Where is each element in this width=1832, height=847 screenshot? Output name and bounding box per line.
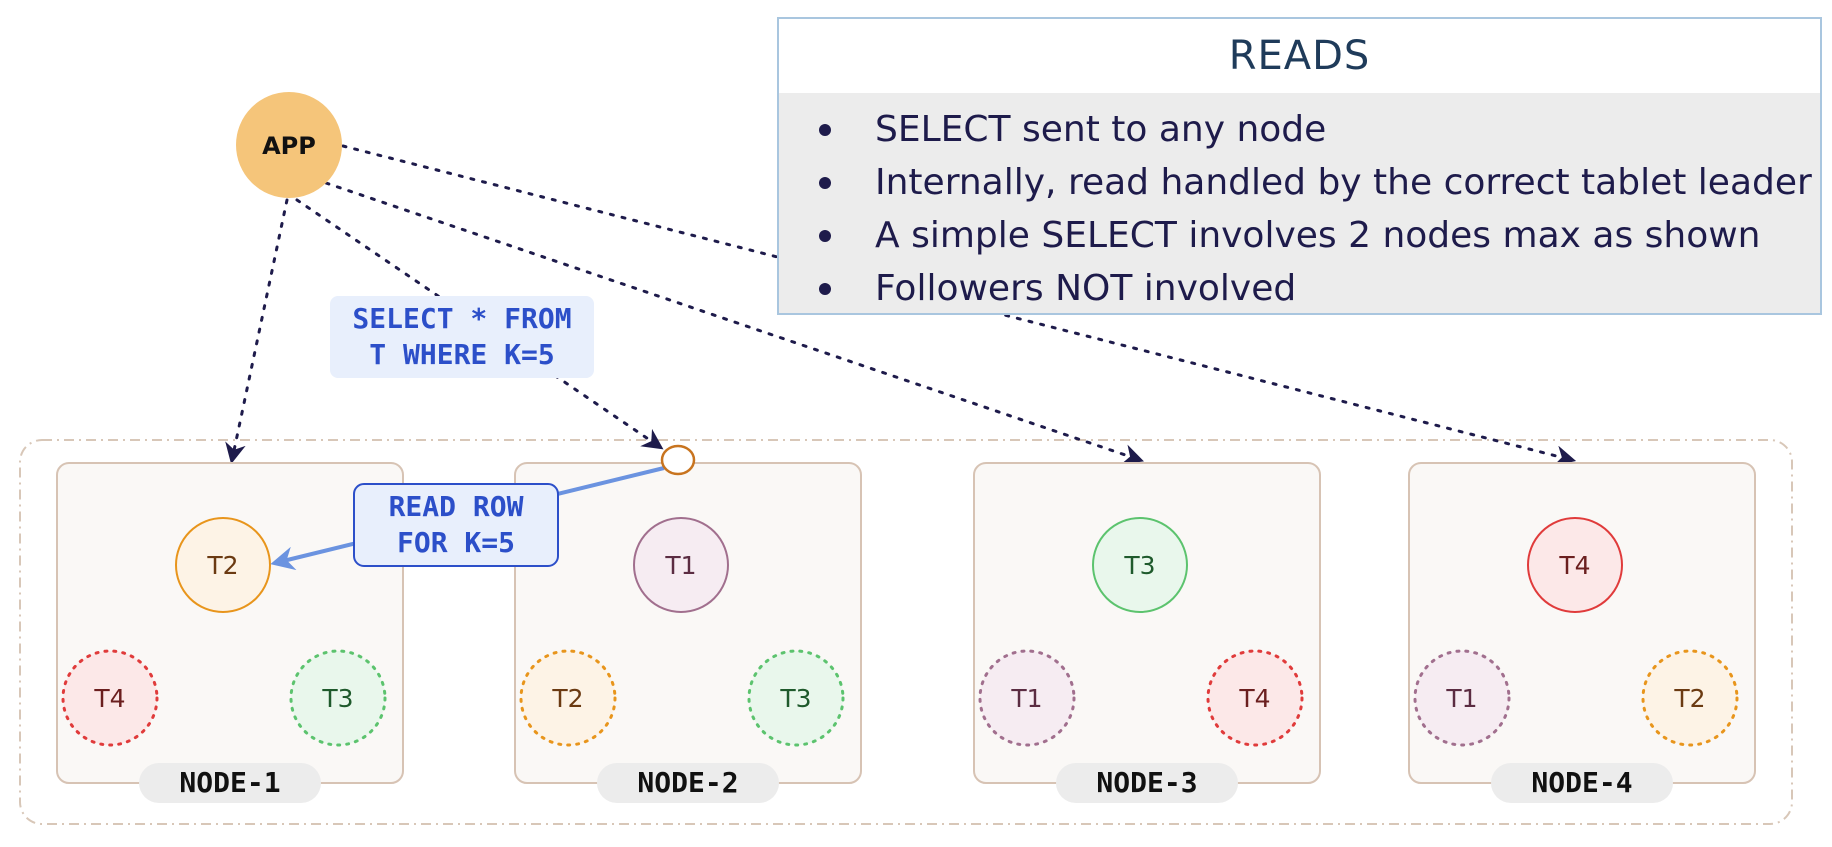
node-name: NODE-4 [1531, 766, 1632, 799]
tablet-leader: T1 [633, 517, 729, 613]
reads-bullet-item: A simple SELECT involves 2 nodes max as … [779, 209, 1820, 262]
tablet-leader: T2 [175, 517, 271, 613]
tablet-label: T3 [779, 684, 811, 713]
tablet-label: T4 [1558, 551, 1590, 580]
node-label: NODE-1 [139, 763, 321, 803]
app-label: APP [262, 132, 316, 160]
connector-app-node-4 [341, 144, 1577, 467]
tablet-label: T3 [1123, 551, 1155, 580]
app-node: APP [236, 92, 342, 198]
tablet-label: T1 [1010, 684, 1042, 713]
node-name: NODE-1 [179, 766, 280, 799]
cluster-boundary [19, 439, 1793, 825]
tablet-follower: T4 [61, 649, 159, 747]
query-label-line-1: SELECT * FROM [352, 302, 571, 335]
tablet-label: T4 [93, 684, 125, 713]
reads-title: READS [1228, 33, 1371, 79]
tablet-follower: T2 [519, 649, 617, 747]
node-label: NODE-3 [1056, 763, 1238, 803]
tablet-label: T3 [321, 684, 353, 713]
bullet-dot [819, 124, 831, 136]
tablet-follower: T3 [747, 649, 845, 747]
node-name: NODE-3 [1096, 766, 1197, 799]
reads-bullet-text: A simple SELECT involves 2 nodes max as … [875, 215, 1761, 256]
connector-app-node-3 [324, 181, 1144, 465]
tablet-leader: T3 [1092, 517, 1188, 613]
node-label: NODE-4 [1491, 763, 1673, 803]
tablet-label: T1 [664, 551, 696, 580]
read-row-label-line-2: FOR K=5 [397, 526, 515, 559]
bullet-dot [819, 177, 831, 189]
query-label-line-2: T WHERE K=5 [369, 338, 554, 371]
tablet-follower: T1 [1413, 649, 1511, 747]
tablet-leader: T4 [1527, 517, 1623, 613]
reads-bullet-text: Followers NOT involved [875, 268, 1297, 309]
node-name: NODE-2 [637, 766, 738, 799]
reads-panel: READS SELECT sent to any node Internally… [777, 17, 1822, 315]
bullet-dot [819, 283, 831, 295]
read-row-label-line-1: READ ROW [389, 490, 524, 523]
tablet-label: T2 [551, 684, 583, 713]
reads-bullet-item: SELECT sent to any node [779, 103, 1820, 156]
tablet-label: T4 [1238, 684, 1270, 713]
reads-bullet-list: SELECT sent to any node Internally, read… [779, 93, 1820, 313]
node-label: NODE-2 [597, 763, 779, 803]
reads-bullet-item: Internally, read handled by the correct … [779, 156, 1820, 209]
tablet-follower: T2 [1641, 649, 1739, 747]
reads-bullet-text: SELECT sent to any node [875, 109, 1327, 150]
tablet-label: T2 [1673, 684, 1705, 713]
tablet-label: T1 [1445, 684, 1477, 713]
reads-bullet-text: Internally, read handled by the correct … [875, 162, 1812, 203]
query-label: SELECT * FROM T WHERE K=5 [330, 296, 594, 378]
reads-bullet-item: Followers NOT involved [779, 262, 1820, 315]
tablet-follower: T3 [289, 649, 387, 747]
tablet-follower: T4 [1206, 649, 1304, 747]
node-2-entry-point [660, 444, 696, 476]
read-row-label: READ ROW FOR K=5 [353, 483, 559, 567]
tablet-follower: T1 [978, 649, 1076, 747]
tablet-label: T2 [206, 551, 238, 580]
connector-app-node-1 [225, 198, 289, 465]
bullet-dot [819, 230, 831, 242]
